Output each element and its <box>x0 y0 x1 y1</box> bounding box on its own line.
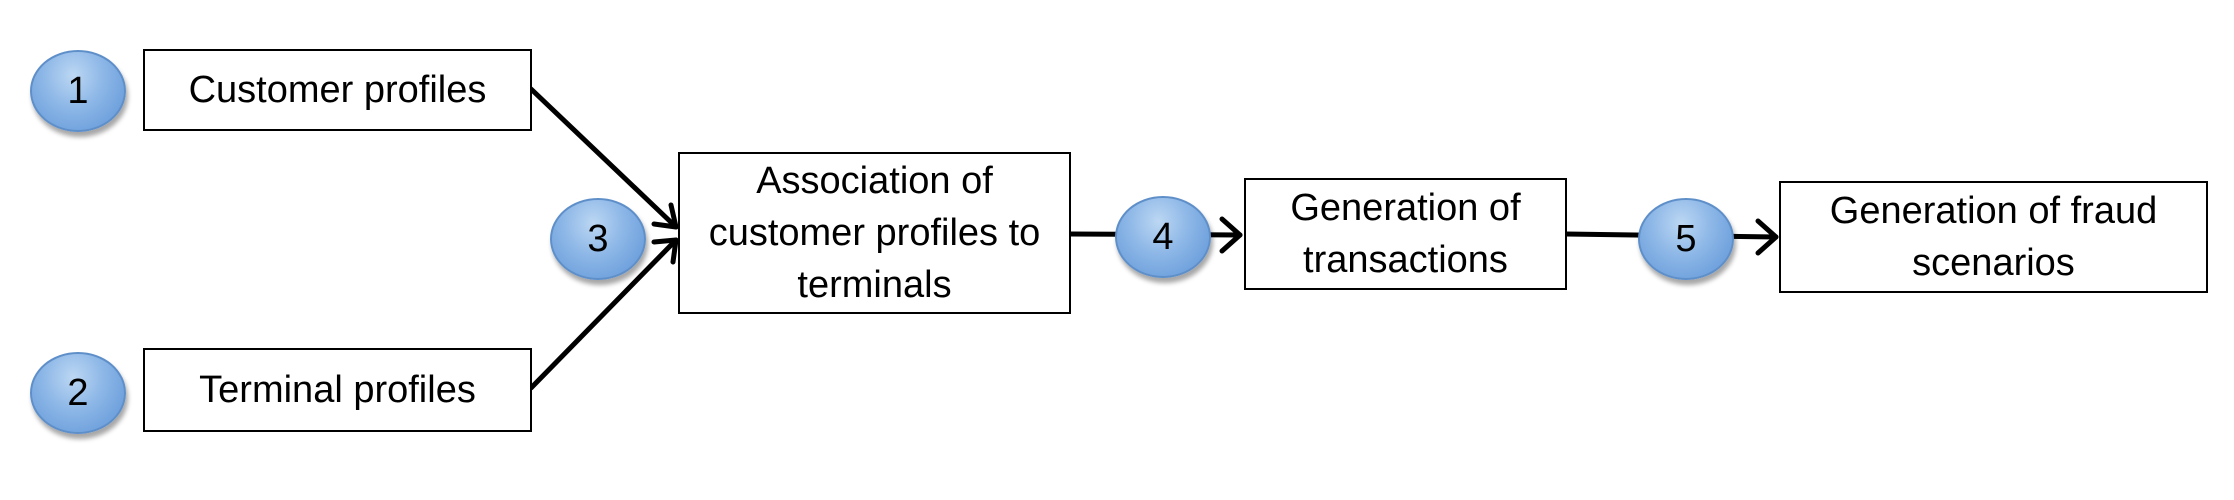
arrowhead-association-to-transactions <box>1219 216 1243 254</box>
connector-customer-to-association <box>528 86 679 230</box>
association-box: Association of customer profiles to term… <box>678 152 1071 314</box>
arrowhead-transactions-to-fraud <box>1755 218 1779 256</box>
transactions-box: Generation of transactions <box>1244 178 1567 290</box>
step-2-badge: 2 <box>30 352 126 434</box>
customer-profiles-label: Customer profiles <box>188 69 487 111</box>
terminal-profiles-box: Terminal profiles <box>143 348 532 432</box>
step-5-badge: 5 <box>1638 198 1734 280</box>
step-3-number: 3 <box>587 217 609 260</box>
terminal-profiles-label: Terminal profiles <box>199 369 476 411</box>
association-label: Association of customer profiles to term… <box>708 160 1041 306</box>
step-5-number: 5 <box>1675 217 1697 260</box>
step-4-badge: 4 <box>1115 196 1211 278</box>
step-2-number: 2 <box>67 371 89 414</box>
fraud-scenarios-label: Generation of fraud scenarios <box>1829 190 2158 284</box>
arrowhead-customer-to-association <box>651 202 679 230</box>
fraud-scenarios-box: Generation of fraud scenarios <box>1779 181 2208 293</box>
connector-terminal-to-association <box>528 237 679 391</box>
arrowhead-terminal-to-association <box>651 237 679 265</box>
customer-profiles-box: Customer profiles <box>143 49 532 131</box>
step-3-badge: 3 <box>550 198 646 280</box>
step-4-number: 4 <box>1152 215 1174 258</box>
transactions-label: Generation of transactions <box>1290 187 1521 281</box>
step-1-number: 1 <box>67 69 89 112</box>
step-1-badge: 1 <box>30 50 126 132</box>
